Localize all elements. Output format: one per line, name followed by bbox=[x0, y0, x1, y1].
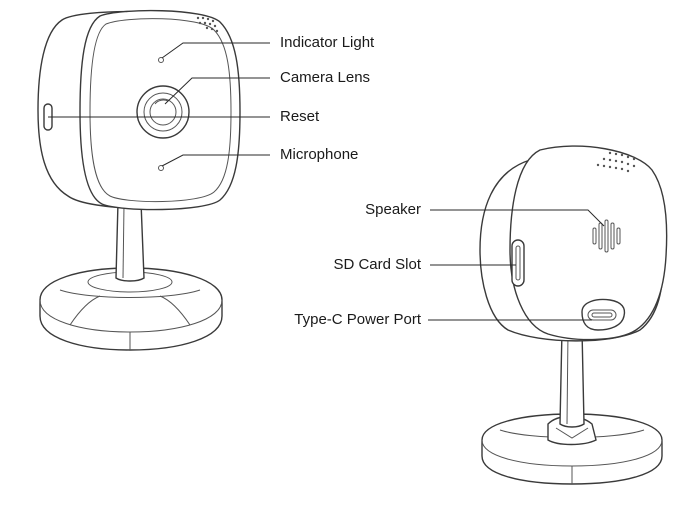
side-camera-stem bbox=[559, 329, 585, 428]
front-leader-lines bbox=[48, 42, 270, 167]
side-leader-lines bbox=[428, 209, 605, 321]
front-camera-stem bbox=[115, 201, 145, 282]
label-sd-card-slot: SD Card Slot bbox=[333, 256, 421, 273]
front-camera-base bbox=[39, 267, 223, 351]
side-camera-illustration bbox=[479, 145, 668, 485]
side-top-vent-icon bbox=[596, 151, 636, 173]
front-camera-illustration bbox=[37, 9, 241, 351]
side-camera-face bbox=[509, 145, 668, 341]
label-indicator-light: Indicator Light bbox=[280, 34, 375, 51]
label-camera-lens: Camera Lens bbox=[280, 69, 371, 86]
microphone-icon bbox=[158, 165, 164, 171]
label-type-c-power-port: Type-C Power Port bbox=[294, 311, 421, 328]
label-reset: Reset bbox=[280, 108, 320, 125]
label-speaker: Speaker bbox=[365, 201, 421, 218]
sd-card-slot-icon bbox=[511, 239, 525, 287]
speaker-grille-icon bbox=[592, 219, 621, 253]
indicator-light-icon bbox=[158, 57, 164, 63]
camera-lens-icon bbox=[136, 85, 190, 139]
front-top-vent-icon bbox=[196, 16, 219, 33]
label-microphone: Microphone bbox=[280, 146, 359, 163]
type-c-port-icon bbox=[581, 298, 626, 331]
